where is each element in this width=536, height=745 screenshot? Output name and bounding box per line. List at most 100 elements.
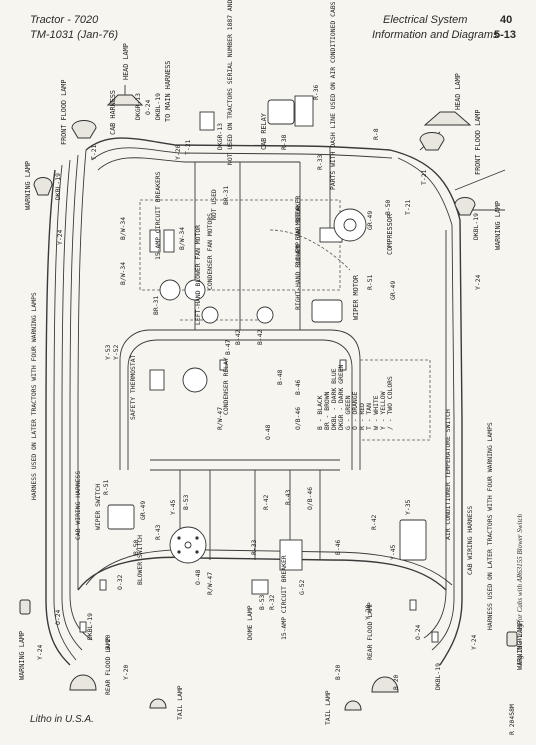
wire-label: DKBL-19 — [154, 93, 162, 120]
legend-item: / - TWO COLORS — [386, 376, 394, 430]
header-section: Electrical System — [383, 14, 468, 26]
wire-label: R/W-47 — [216, 407, 224, 430]
wire-label: G-52 — [298, 579, 306, 595]
label-to-main-harness: TO MAIN HARNESS — [164, 61, 172, 122]
legend-item: W - WHITE — [372, 395, 380, 430]
wire-label: B-47 — [224, 339, 232, 355]
label-rear-flood-lamp-left: REAR FLOOD LAMP — [104, 637, 112, 695]
wire-label: R-32 — [268, 594, 276, 610]
label-cab-relay: CAB RELAY — [260, 113, 268, 150]
legend-item: B - BLACK — [316, 395, 324, 430]
label-tail-lamp-left: TAIL LAMP — [176, 685, 184, 720]
wire-label: R-33 — [250, 539, 258, 555]
lh-blower-fan-motor — [201, 306, 219, 324]
legend-item: R - RED — [358, 403, 366, 430]
condenser-fan-motors — [159, 279, 206, 301]
wire-label: R/W-47 — [206, 572, 214, 595]
label-cab-harness: CAB HARNESS — [109, 90, 117, 135]
connectors — [79, 359, 439, 643]
wire-label: O-32 — [116, 574, 124, 590]
header-model: Tractor - 7020 — [30, 14, 99, 26]
rear-flood-lamp-right — [371, 676, 399, 693]
wire-label: R-33 — [316, 154, 324, 170]
tail-lamp-right — [344, 700, 362, 711]
wire-label: GR-49 — [389, 281, 397, 300]
legend-item: DKBL - DARK BLUE — [330, 368, 338, 430]
wire-label: R-42 — [262, 494, 270, 510]
tail-lamp-left — [149, 698, 167, 709]
wire-label: O-24 — [414, 624, 422, 640]
wire-label: O-48 — [264, 424, 272, 440]
wire-label: T-21 — [90, 144, 98, 160]
wire-label: B-20 — [392, 674, 400, 690]
wire-label: Y-20 — [174, 144, 182, 160]
wire-label: B-53 — [258, 594, 266, 610]
header-section-page: 5-13 — [494, 29, 517, 41]
label-warning-lamp-tl: WARNING LAMP — [24, 161, 32, 210]
wire-label: B/W-34 — [178, 227, 186, 250]
header-manual-id: TM-1031 (Jan-76) — [30, 29, 119, 41]
warning-lamp-tr — [454, 197, 476, 216]
wire-label: Y-24 — [474, 274, 482, 290]
label-wiper-switch: WIPER SWITCH — [94, 484, 102, 530]
wiper-motor — [311, 299, 343, 323]
warning-lamp-br — [506, 631, 518, 647]
compressor — [333, 208, 367, 242]
front-flood-lamp-right — [419, 132, 445, 151]
label-cab-wiring-harness-right: CAB WIRING HARNESS — [466, 506, 474, 575]
label-head-lamp-right: HEAD LAMP — [454, 73, 462, 110]
wire-label: Y-53 — [104, 344, 112, 360]
wire-label: B-50 — [384, 199, 392, 215]
legend-item: G - GREEN — [344, 395, 352, 430]
front-flood-lamp-left — [71, 120, 97, 139]
figure-caption: Fig. 11-Wiring for Cabs with AR63155 Blo… — [516, 513, 524, 666]
wire-label: B-46 — [294, 379, 302, 395]
label-tail-lamp-right: TAIL LAMP — [324, 690, 332, 725]
legend-item: T - TAN — [365, 403, 373, 430]
legend-item: DKGR - DARK GREEN — [337, 364, 345, 430]
wire-labels: T-21 DKGR-13 O-24 DKBL-19 Y-20 T-21 DKGR… — [36, 84, 482, 690]
head-lamp-left — [106, 85, 144, 106]
footer-litho: Litho in U.S.A. — [30, 714, 94, 725]
label-front-flood-lamp-left: FRONT FLOOD LAMP — [60, 80, 68, 145]
label-harness-note-right: HARNESS USED ON LATER TRACTORS WITH FOUR… — [486, 422, 494, 630]
circuit-breaker-15-lower — [279, 539, 303, 571]
wire-label: R-36 — [312, 84, 320, 100]
wire-label: DKGR-13 — [134, 93, 142, 120]
harness-lines — [45, 131, 506, 666]
label-safety-thermostat: SAFETY THERMOSTAT — [129, 354, 137, 420]
wire-label: R-38 — [280, 134, 288, 150]
label-cab-wiring-harness-left: CAB WIRING HARNESS — [74, 471, 82, 540]
label-ac-temp-switch: AIR CONDITIONER TEMPERATURE SWITCH — [444, 409, 452, 540]
wire-label: Y-45 — [169, 499, 177, 515]
cab-relay — [267, 95, 314, 127]
wire-label: O-24 — [144, 99, 152, 115]
wire-label: Y-24 — [470, 634, 478, 650]
label-not-used: NOT USED — [210, 189, 218, 220]
label-lh-blower-fan-motor: LEFT-HAND BLOWER FAN MOTOR — [194, 225, 202, 325]
wire-label: GR-49 — [366, 211, 374, 230]
wire-label: Y-45 — [389, 544, 397, 560]
wire-label: Y-35 — [404, 499, 412, 515]
wire-label: R-43 — [284, 489, 292, 505]
label-front-flood-lamp-right: FRONT FLOOD LAMP — [474, 110, 482, 175]
label-condenser-fan-motors: CONDENSER FAN MOTORS — [206, 213, 214, 290]
wire-label: R-43 — [154, 524, 162, 540]
wire-label: O/B-46 — [294, 407, 302, 430]
safety-thermostat — [149, 369, 165, 391]
wire-label: B-42 — [256, 329, 264, 345]
circuit-breakers-15 — [149, 229, 175, 253]
label-cab-breaker-30: 30-AMP CAB BREAKER — [294, 196, 302, 265]
wire-label: DKBL-19 — [54, 173, 62, 200]
wire-label: B-46 — [334, 539, 342, 555]
wire-label: R-8 — [372, 128, 380, 140]
wire-label: Y-24 — [56, 229, 64, 245]
wire-label: B/W-34 — [119, 217, 127, 240]
wire-label: Y-20 — [122, 664, 130, 680]
label-rh-blower-fan-motor: RIGHT-HAND BLOWER FAN MOTOR — [294, 206, 302, 310]
legend-item: O - ORANGE — [351, 391, 359, 430]
label-warning-lamp-bl: WARNING LAMP — [18, 631, 26, 680]
warning-lamp-bl — [19, 599, 31, 615]
